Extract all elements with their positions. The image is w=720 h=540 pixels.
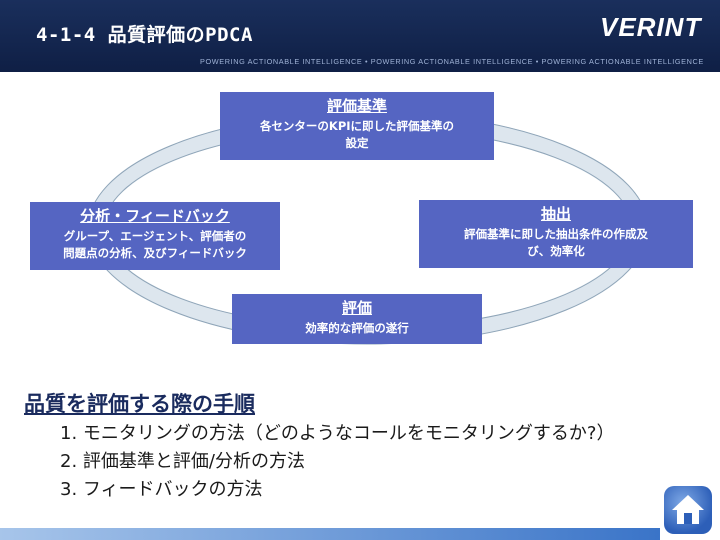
tagline: POWERING ACTIONABLE INTELLIGENCE • POWER… — [200, 57, 704, 66]
evaluation-title: 評価 — [341, 299, 372, 317]
footer-bar — [0, 528, 660, 540]
eval-criteria-desc: 各センターのKPIに即した評価基準の 設定 — [220, 118, 494, 152]
procedure-step: 1. モニタリングの方法（どのようなコールをモニタリングするか?） — [60, 423, 615, 444]
procedure-step: 3. フィードバックの方法 — [60, 479, 263, 500]
eval-criteria-desc-line1: 各センターのKPIに即した評価基準の — [259, 119, 455, 133]
extraction-box: 抽出 評価基準に即した抽出条件の作成及 び、効率化 — [419, 200, 693, 268]
evaluation-desc: 効率的な評価の遂行 — [305, 321, 409, 335]
extraction-title: 抽出 — [540, 205, 571, 223]
page-title: 4-1-4 品質評価のPDCA — [36, 24, 253, 46]
procedure-heading: 品質を評価する際の手順 — [24, 392, 255, 416]
analysis-desc-line1: グループ、エージェント、評価者の — [63, 229, 247, 243]
extraction-desc-line1: 評価基準に即した抽出条件の作成及 — [464, 227, 648, 241]
analysis-desc-line2: 問題点の分析、及びフィードバック — [63, 246, 247, 260]
eval-criteria-title: 評価基準 — [326, 97, 387, 115]
evaluation-box: 評価 効率的な評価の遂行 — [232, 294, 482, 344]
verint-logo: VERINT — [600, 12, 702, 42]
eval-criteria-desc-line2: 設定 — [345, 136, 369, 150]
analysis-title: 分析・フィードバック — [80, 207, 230, 225]
eval-criteria-box: 評価基準 各センターのKPIに即した評価基準の 設定 — [220, 92, 494, 160]
header-banner: 4-1-4 品質評価のPDCA VERINT POWERING ACTIONAB… — [0, 0, 720, 72]
extraction-desc-line2: び、効率化 — [527, 244, 585, 258]
analysis-feedback-box: 分析・フィードバック グループ、エージェント、評価者の 問題点の分析、及びフィー… — [30, 202, 280, 270]
extraction-desc: 評価基準に即した抽出条件の作成及 び、効率化 — [419, 226, 693, 260]
home-button[interactable] — [664, 486, 712, 534]
analysis-desc: グループ、エージェント、評価者の 問題点の分析、及びフィードバック — [30, 228, 280, 262]
home-icon — [672, 495, 704, 524]
procedure-step: 2. 評価基準と評価/分析の方法 — [60, 451, 305, 472]
procedure-steps: 1. モニタリングの方法（どのようなコールをモニタリングするか?） 2. 評価基… — [60, 420, 614, 504]
